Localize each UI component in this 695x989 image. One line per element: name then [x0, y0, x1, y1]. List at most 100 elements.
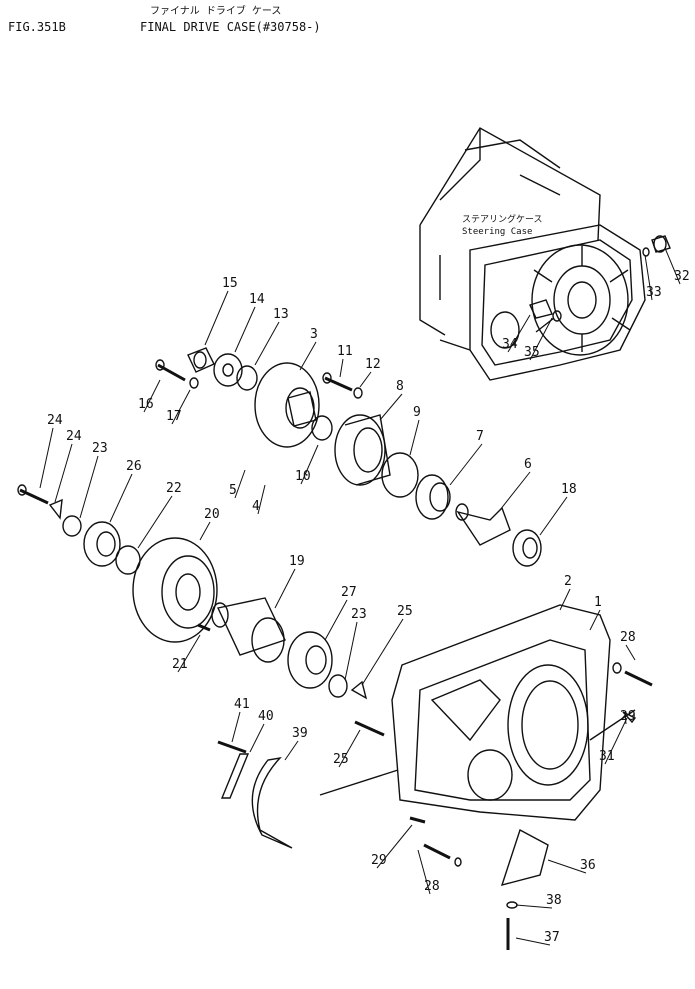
part-label-31: 31 — [599, 749, 615, 764]
leader-line-34 — [507, 314, 531, 353]
leader-line-16 — [143, 379, 161, 413]
leader-line-25 — [338, 729, 361, 768]
part-label-18: 18 — [561, 482, 577, 497]
leader-line-36 — [547, 859, 587, 874]
leader-line-24 — [39, 427, 54, 489]
part-label-36: 36 — [580, 858, 596, 873]
leader-line-40 — [249, 723, 265, 753]
leader-line-21 — [177, 634, 201, 673]
part-label-10: 10 — [295, 469, 311, 484]
part-label-11: 11 — [337, 344, 353, 359]
part-label-5: 5 — [229, 483, 237, 498]
part-label-24: 24 — [47, 413, 63, 428]
part-label-22: 22 — [166, 481, 182, 496]
part-label-38: 38 — [546, 893, 562, 908]
leader-line-3 — [299, 341, 317, 371]
part-label-13: 13 — [273, 307, 289, 322]
figure-number: FIG.351B — [8, 20, 66, 34]
part-label-32: 32 — [674, 269, 690, 284]
part-label-2: 2 — [564, 574, 572, 589]
part-label-17: 17 — [166, 409, 182, 424]
leader-line-33 — [644, 254, 653, 301]
part-label-12: 12 — [365, 357, 381, 372]
leader-line-17 — [171, 389, 191, 425]
leader-line-28 — [417, 849, 431, 895]
leader-line-15 — [204, 290, 229, 346]
leader-line-39 — [284, 740, 299, 761]
steering-case-label-jp: ステアリングケース — [462, 213, 543, 225]
leader-line-10 — [300, 444, 319, 485]
leader-line-23 — [79, 455, 99, 519]
part-label-23: 23 — [351, 607, 367, 622]
leader-line-18 — [539, 496, 568, 536]
title-english: FINAL DRIVE CASE(#30758-) — [140, 20, 321, 34]
leader-line-37 — [515, 937, 551, 946]
part-label-21: 21 — [172, 657, 188, 672]
leader-line-27 — [324, 599, 348, 641]
part-label-34: 34 — [502, 337, 518, 352]
leader-line-4 — [257, 484, 266, 515]
leader-line-5 — [234, 469, 246, 499]
leader-line-25 — [361, 618, 404, 686]
part-label-27: 27 — [341, 585, 357, 600]
part-label-37: 37 — [544, 930, 560, 945]
part-label-39: 39 — [292, 726, 308, 741]
part-label-16: 16 — [138, 397, 154, 412]
part-label-9: 9 — [413, 405, 421, 420]
part-label-7: 7 — [476, 429, 484, 444]
leader-line-35 — [529, 317, 553, 361]
part-label-29: 29 — [371, 853, 387, 868]
leader-line-9 — [409, 419, 420, 456]
leader-line-31 — [604, 717, 628, 765]
leader-line-2 — [559, 588, 571, 611]
part-number-labels: 1234567891011121314151617181920212223232… — [39, 247, 690, 946]
leader-line-28 — [625, 644, 636, 661]
leader-line-12 — [359, 371, 372, 388]
gear-assembly-drawing — [17, 484, 385, 737]
leader-line-23 — [344, 621, 358, 681]
fasteners-drawing — [217, 662, 653, 950]
part-label-28: 28 — [424, 879, 440, 894]
part-label-15: 15 — [222, 276, 238, 291]
plug-32-drawing — [642, 235, 671, 257]
leader-line-7 — [449, 443, 483, 486]
part-label-6: 6 — [524, 457, 532, 472]
leader-line-41 — [231, 711, 241, 743]
steering-case-label-en: Steering Case — [462, 227, 532, 237]
part-label-20: 20 — [204, 507, 220, 522]
part-label-29: 29 — [620, 709, 636, 724]
steering-case-drawing: ステアリングケース Steering Case — [419, 127, 646, 381]
part-label-28: 28 — [620, 630, 636, 645]
plug-34-drawing — [529, 299, 562, 322]
leader-line-11 — [339, 358, 344, 378]
upper-assembly-drawing — [155, 347, 542, 567]
leader-line-38 — [515, 904, 553, 909]
part-label-4: 4 — [252, 499, 260, 514]
part-label-25: 25 — [397, 604, 413, 619]
leader-line-32 — [664, 247, 681, 285]
final-drive-case-drawing — [319, 604, 636, 887]
part-label-1: 1 — [594, 595, 602, 610]
leader-line-19 — [274, 568, 296, 609]
part-label-14: 14 — [249, 292, 265, 307]
leader-line-8 — [379, 393, 403, 421]
title-japanese: ファイナル ドライブ ケース — [150, 6, 282, 17]
leader-line-1 — [589, 609, 601, 631]
part-label-41: 41 — [234, 697, 250, 712]
leader-line-20 — [199, 521, 211, 541]
part-label-23: 23 — [92, 441, 108, 456]
part-label-40: 40 — [258, 709, 274, 724]
part-label-8: 8 — [396, 379, 404, 394]
part-label-25: 25 — [333, 752, 349, 767]
part-label-3: 3 — [310, 327, 318, 342]
part-label-33: 33 — [646, 285, 662, 300]
leader-line-6 — [499, 471, 531, 511]
leader-line-29 — [376, 824, 413, 869]
leader-line-13 — [254, 321, 280, 366]
leader-line-26 — [109, 473, 133, 523]
leader-line-22 — [137, 495, 173, 549]
part-label-19: 19 — [289, 554, 305, 569]
leader-line-24 — [54, 443, 73, 503]
